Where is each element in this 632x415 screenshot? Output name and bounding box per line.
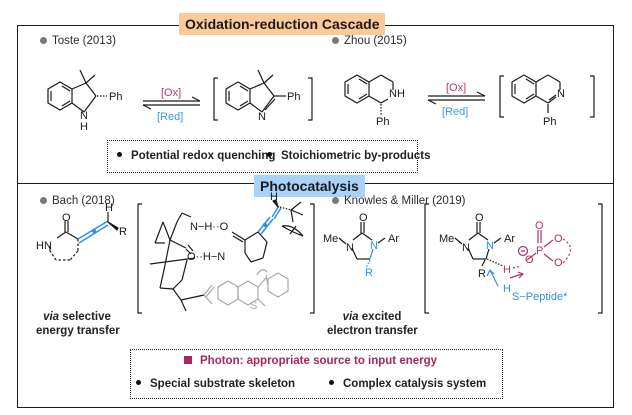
atom-label-nh: NH [389, 88, 405, 100]
atom-label-r: R [478, 268, 486, 280]
atom-label-n: N [346, 242, 354, 254]
limitation-item: Potential redox quenching [117, 150, 275, 162]
atom-label-o: O [554, 233, 563, 245]
caption-line: energy transfer [36, 325, 120, 337]
reference-zhou: Zhou (2015) [332, 35, 407, 47]
atom-label-h: H [503, 264, 511, 276]
reductant-label: [Red] [442, 106, 468, 118]
reference-label: Zhou (2015) [344, 35, 407, 47]
reductant-label: [Red] [157, 111, 183, 123]
limitation-text: Potential redox quenching [131, 150, 276, 162]
caption-knowles-miller: via excited electron transfer [327, 310, 418, 338]
atom-label-s: S [250, 300, 257, 312]
bullet-icon [136, 380, 141, 385]
atom-label-ar: Ar [504, 233, 515, 245]
atom-label-h: H [105, 202, 113, 214]
caption-line: via selective [36, 310, 118, 324]
atom-label-o: O [525, 254, 534, 266]
equilibrium-arrow [427, 91, 486, 105]
reference-toste: Toste (2013) [40, 35, 116, 47]
atom-label-me: Me [439, 233, 454, 245]
atom-label-o: O [475, 212, 484, 224]
reference-bach: Bach (2018) [40, 195, 115, 207]
atom-label-h: H [80, 121, 88, 133]
atom-label-ar: Ar [388, 233, 399, 245]
atom-label-ph: Ph [109, 91, 122, 103]
structure-bach-catalyst-complex [137, 199, 315, 314]
hydrogen-bond-label: O··H−N [187, 251, 225, 263]
atom-label-h: H [270, 191, 278, 203]
atom-label-o: O [62, 212, 71, 224]
structure-indolenine [213, 69, 313, 121]
section-title-oxidation-reduction: Oxidation-reduction Cascade [179, 13, 386, 35]
structure-dihydroisoquinoline [499, 74, 595, 118]
atom-label-r: R [365, 267, 373, 279]
structure-indoline [47, 69, 107, 113]
oxidant-label: [Ox] [446, 82, 466, 94]
caption-text: selective [59, 311, 111, 323]
limitation-text: Stoichiometric by-products [281, 150, 431, 162]
caption-via: via [342, 311, 359, 323]
atom-label-n: N [80, 110, 88, 122]
equilibrium-arrow [142, 96, 201, 110]
atom-label-o: O [359, 212, 368, 224]
bullet-dot-icon [332, 197, 339, 204]
atom-label-me: Me [323, 233, 338, 245]
caption-text: excited [358, 311, 402, 323]
reference-label: Bach (2018) [52, 195, 115, 207]
limitations-box-photocatalysis [130, 349, 503, 399]
bullet-icon [117, 152, 122, 157]
limitation-item: Complex catalysis system [329, 378, 486, 390]
bullet-dot-icon [332, 37, 339, 44]
hydrogen-bond-label: N−H··O [190, 221, 229, 233]
atom-label-ph: Ph [543, 116, 556, 128]
bullet-icon [329, 380, 334, 385]
structure-thioxanthone-sensitizer [203, 269, 289, 307]
peptide-thiol-label: S−Peptide* [512, 291, 568, 303]
atom-label-ph: Ph [287, 91, 300, 103]
limitation-text: Special substrate skeleton [150, 378, 296, 390]
bullet-icon [267, 152, 272, 157]
caption-line: electron transfer [327, 325, 418, 337]
caption-bach: via selective energy transfer [36, 310, 120, 338]
photon-text: Photon: appropriate source to input ener… [200, 355, 438, 367]
atom-label-r: R [119, 226, 127, 238]
structure-lactam-allene [49, 212, 119, 261]
structure-tetrahydroisoquinoline [344, 74, 394, 115]
section-title-photocatalysis: Photocatalysis [254, 175, 365, 197]
atom-label-n-radical-cation: N [486, 240, 494, 252]
bullet-dot-icon [40, 197, 47, 204]
limitation-text: Complex catalysis system [343, 378, 487, 390]
bullet-dot-icon [40, 37, 47, 44]
atom-label-n: N [258, 111, 266, 123]
structure-radical-cation-complex [424, 203, 603, 314]
atom-label-h: H [503, 283, 511, 295]
photon-highlight: Photon: appropriate source to input ener… [184, 355, 437, 367]
oxidant-label: [Ox] [161, 87, 181, 99]
caption-line: via excited [327, 310, 417, 324]
atom-label-n: N [557, 88, 565, 100]
atom-label-n: N [462, 242, 470, 254]
limitation-item: Stoichiometric by-products [267, 150, 431, 162]
atom-label-n: N [370, 240, 378, 252]
reference-label: Knowles & Miller (2019) [344, 195, 466, 207]
structure-imidazolidinone [338, 222, 386, 269]
square-bullet-icon [184, 356, 192, 364]
limitation-item: Special substrate skeleton [136, 378, 295, 390]
caption-via: via [43, 311, 60, 323]
atom-label-p: P [536, 245, 543, 257]
limitations-box-redox [107, 140, 418, 173]
atom-label-ph: Ph [376, 116, 389, 128]
reference-label: Toste (2013) [52, 35, 116, 47]
reference-knowles-miller: Knowles & Miller (2019) [332, 195, 465, 207]
atom-label-hn: HN [36, 240, 52, 252]
atom-label-o: O [554, 257, 563, 269]
atom-label-o: O [535, 220, 544, 232]
